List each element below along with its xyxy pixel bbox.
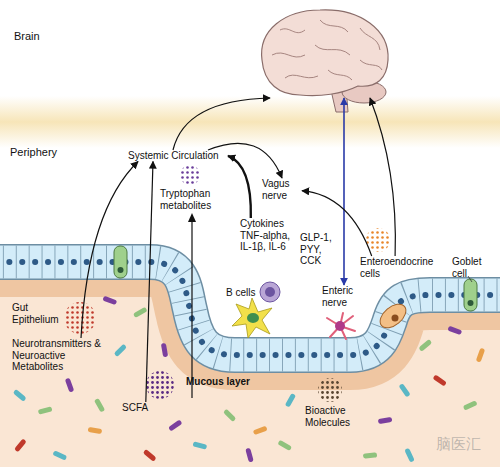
lamina-region xyxy=(0,150,500,355)
node-text: Systemic Circulation xyxy=(128,150,228,162)
bacterium xyxy=(253,426,268,435)
neurotransmitter-dots xyxy=(64,302,96,334)
bioactive-dots xyxy=(318,378,342,402)
b-cell xyxy=(260,282,280,302)
bacterium xyxy=(363,452,377,458)
nerve-label-node: Enteric nerve xyxy=(322,285,366,308)
circulation-label-node: Systemic Circulation xyxy=(128,150,228,162)
brain-band: Brain xyxy=(0,0,500,98)
bacterium xyxy=(14,438,27,452)
brain-gyri xyxy=(272,20,382,80)
hormone-label: GLP-1, PYY, CCK xyxy=(300,232,336,267)
connector-arrow xyxy=(208,143,282,178)
bacterium xyxy=(418,339,432,352)
layer-label: Gut Epithelium xyxy=(12,302,66,325)
node-text: SCFA xyxy=(122,402,156,414)
goblet-nucleus xyxy=(118,267,124,273)
bacterium xyxy=(399,383,411,397)
node-text: Vagus nerve xyxy=(262,178,302,201)
goblet-cell xyxy=(464,279,477,311)
enteroendocrine-cell xyxy=(376,299,411,332)
tryptophan-arrow xyxy=(191,220,192,398)
node-text: Enteric nerve xyxy=(322,285,366,308)
connector-arrow xyxy=(343,98,345,285)
bacterium xyxy=(88,427,103,434)
bacterium xyxy=(378,417,393,424)
layer-label: Mucous layer xyxy=(186,376,250,388)
bacterium xyxy=(161,343,168,358)
bacterium xyxy=(433,374,447,386)
bacterium xyxy=(447,326,462,335)
node-text: Enteroendocrine cells xyxy=(360,256,438,279)
goblet-nucleus xyxy=(468,300,474,306)
watermark: 脑医汇 xyxy=(436,436,481,453)
bacterium xyxy=(168,419,182,431)
cell-label: B cells xyxy=(226,287,255,299)
bacterium xyxy=(463,400,478,410)
bacterium xyxy=(13,389,27,402)
scfa-dots xyxy=(146,371,174,399)
bacterium xyxy=(133,307,148,318)
bacterium xyxy=(285,393,296,408)
bacterium xyxy=(192,441,207,449)
periphery-band xyxy=(0,96,500,148)
molecule-label: Tryptophan metabolites xyxy=(160,188,216,211)
cell-label-node: Enteroendocrine cells xyxy=(360,256,438,279)
metabolite-label-node: SCFA xyxy=(122,402,156,414)
dendritic-cell xyxy=(232,298,272,338)
bacterium xyxy=(245,448,253,463)
node-text: Neurotransmitters & Neuroactive Metaboli… xyxy=(12,338,104,373)
bacterium xyxy=(277,440,292,451)
bacterium xyxy=(52,450,67,460)
dendritic-nucleus xyxy=(247,313,259,323)
metabolite-label-node: Neurotransmitters & Neuroactive Metaboli… xyxy=(12,338,104,373)
bacterium xyxy=(94,398,105,413)
molecule-label: Bioactive Molecules xyxy=(305,405,361,428)
connector-arrow xyxy=(370,98,395,256)
bacterium xyxy=(114,344,127,357)
bacterium xyxy=(102,296,117,305)
bacterium xyxy=(143,449,157,462)
bacterium xyxy=(38,406,53,414)
nerve-label-node: Vagus nerve xyxy=(262,178,302,201)
connector-arrow xyxy=(228,156,251,218)
arrow-head xyxy=(188,213,196,222)
node-text: Brain xyxy=(14,30,40,43)
cell-label: Goblet cell xyxy=(452,256,494,279)
gut-lumen xyxy=(0,262,500,467)
leader-line xyxy=(468,276,472,282)
b-cell-nucleus xyxy=(265,287,275,297)
hormone-dots xyxy=(366,228,390,252)
enteric-neuron xyxy=(327,313,355,339)
cytokine-label-node: Cytokines TNF-alpha, IL-1β, IL-6 xyxy=(240,218,294,253)
tryptophan-dots xyxy=(180,165,200,185)
connector-arrow xyxy=(173,98,270,150)
bacterium xyxy=(476,348,485,363)
bacterium xyxy=(65,378,74,393)
cerebrum xyxy=(262,10,388,96)
node-text: Cytokines TNF-alpha, IL-1β, IL-6 xyxy=(240,218,294,253)
bacterium xyxy=(223,409,236,422)
neuron-body xyxy=(335,321,345,331)
bacterium xyxy=(404,448,414,463)
enteroendocrine-nucleus xyxy=(392,315,399,322)
goblet-cell xyxy=(114,246,127,278)
connector-arrow xyxy=(146,162,153,403)
connector-arrow xyxy=(81,162,138,339)
region-label: Periphery xyxy=(10,146,57,159)
